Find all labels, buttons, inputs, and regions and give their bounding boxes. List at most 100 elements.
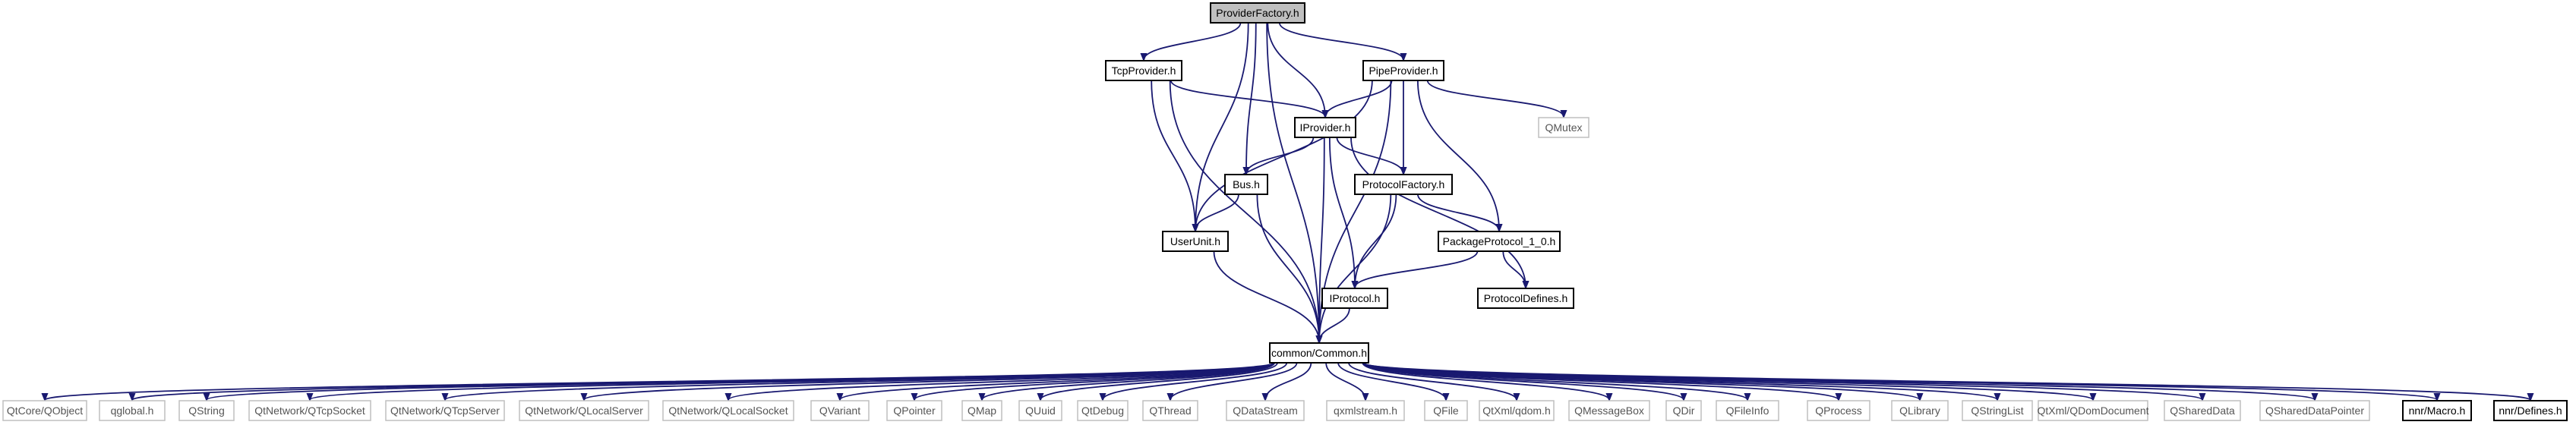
node-ProtocolDefines[interactable]: ProtocolDefines.h bbox=[1477, 288, 1574, 309]
node-QObject: QtCore/QObject bbox=[2, 400, 87, 421]
node-QFileInfo: QFileInfo bbox=[1716, 400, 1779, 421]
node-box bbox=[1568, 400, 1650, 421]
edge-Common-to-QFileInfo bbox=[1363, 362, 1747, 400]
node-Common[interactable]: common/Common.h bbox=[1269, 342, 1369, 364]
node-QVariant: QVariant bbox=[810, 400, 870, 421]
edge-IProvider-to-Common bbox=[1319, 137, 1325, 342]
node-box bbox=[1891, 400, 1949, 421]
node-label: ProtocolDefines.h bbox=[1484, 292, 1568, 304]
node-QFile: QFile bbox=[1424, 400, 1468, 421]
node-box bbox=[1226, 400, 1305, 421]
node-UserUnit[interactable]: UserUnit.h bbox=[1162, 231, 1229, 252]
edge-ProviderFactory-to-Common bbox=[1266, 22, 1319, 342]
node-box bbox=[1716, 400, 1779, 421]
edge-Bus-to-Common bbox=[1256, 194, 1319, 342]
node-label: QMutex bbox=[1545, 121, 1582, 134]
edge-IProvider-to-Bus bbox=[1246, 137, 1315, 174]
node-box bbox=[1162, 231, 1229, 252]
node-Defines[interactable]: nnr/Defines.h bbox=[2493, 400, 2568, 421]
node-box bbox=[2493, 400, 2568, 421]
edge-Common-to-QUuid bbox=[1040, 362, 1278, 400]
node-label: QtXml/QDomDocument bbox=[2037, 405, 2148, 417]
node-Macro[interactable]: nnr/Macro.h bbox=[2402, 400, 2472, 421]
node-label: QtNetwork/QLocalSocket bbox=[668, 405, 788, 417]
node-PackageProtocol[interactable]: PackageProtocol_1_0.h bbox=[1438, 231, 1561, 252]
node-box bbox=[2259, 400, 2370, 421]
node-TcpProvider[interactable]: TcpProvider.h bbox=[1105, 60, 1182, 81]
node-qxmlstream: qxmlstream.h bbox=[1326, 400, 1405, 421]
node-QLocalSocket: QtNetwork/QLocalSocket bbox=[662, 400, 794, 421]
node-label: QLibrary bbox=[1899, 405, 1940, 417]
edge-Common-to-qxmlstream bbox=[1325, 362, 1365, 400]
edge-IProvider-to-ProtocolDefines bbox=[1350, 137, 1526, 288]
node-label: QStringList bbox=[1971, 405, 2023, 417]
edge-TcpProvider-to-Common bbox=[1169, 80, 1319, 342]
node-QProcess: QProcess bbox=[1807, 400, 1870, 421]
node-QSharedData: QSharedData bbox=[2164, 400, 2241, 421]
node-label: QMap bbox=[968, 405, 996, 417]
node-QThread: QThread bbox=[1142, 400, 1198, 421]
node-QLibrary: QLibrary bbox=[1891, 400, 1949, 421]
edge-ProtocolFactory-to-IProtocol bbox=[1355, 194, 1397, 288]
node-label: QString bbox=[188, 405, 224, 417]
edge-Common-to-QThread bbox=[1170, 362, 1298, 400]
edge-Common-to-QString bbox=[207, 362, 1275, 400]
node-box bbox=[1018, 400, 1062, 421]
edge-Bus-to-UserUnit bbox=[1195, 194, 1239, 231]
node-box bbox=[1105, 60, 1182, 81]
edge-PipeProvider-to-PackageProtocol bbox=[1417, 80, 1499, 231]
edge-TcpProvider-to-IProvider bbox=[1170, 80, 1325, 117]
node-label: QFileInfo bbox=[1726, 405, 1769, 417]
node-label: qxmlstream.h bbox=[1334, 405, 1397, 417]
node-ProtocolFactory[interactable]: ProtocolFactory.h bbox=[1354, 174, 1453, 195]
edge-Common-to-QDataStream bbox=[1265, 362, 1312, 400]
edge-ProviderFactory-to-UserUnit bbox=[1195, 22, 1249, 231]
node-box bbox=[1424, 400, 1468, 421]
node-QDataStream: QDataStream bbox=[1226, 400, 1305, 421]
node-label: nnr/Defines.h bbox=[2499, 405, 2562, 417]
node-box bbox=[1362, 60, 1444, 81]
node-QSharedDataPointer: QSharedDataPointer bbox=[2259, 400, 2370, 421]
node-ProviderFactory[interactable]: ProviderFactory.h bbox=[1210, 2, 1305, 24]
node-PipeProvider[interactable]: PipeProvider.h bbox=[1362, 60, 1444, 81]
node-label: QtDebug bbox=[1081, 405, 1124, 417]
node-Bus[interactable]: Bus.h bbox=[1224, 174, 1268, 195]
node-QMap: QMap bbox=[961, 400, 1002, 421]
node-QLocalServer: QtNetwork/QLocalServer bbox=[519, 400, 649, 421]
node-label: QtCore/QObject bbox=[7, 405, 83, 417]
node-label: QSharedData bbox=[2170, 405, 2235, 417]
edge-Common-to-QPointer bbox=[914, 362, 1275, 400]
edge-Common-to-QLocalSocket bbox=[728, 362, 1275, 400]
node-box bbox=[519, 400, 649, 421]
edge-PackageProtocol-to-IProtocol bbox=[1355, 250, 1479, 288]
node-label: ProtocolFactory.h bbox=[1362, 178, 1445, 190]
node-box bbox=[1326, 400, 1405, 421]
node-QMutex: QMutex bbox=[1538, 117, 1589, 138]
node-box bbox=[886, 400, 942, 421]
edge-Common-to-QLocalServer bbox=[584, 362, 1275, 400]
edge-Common-to-QMessageBox bbox=[1362, 362, 1609, 400]
node-label: QPointer bbox=[893, 405, 936, 417]
edges-layer bbox=[45, 22, 2530, 400]
edge-Common-to-Defines bbox=[1363, 362, 2530, 400]
node-IProtocol[interactable]: IProtocol.h bbox=[1321, 288, 1388, 309]
node-box bbox=[1479, 400, 1555, 421]
node-IProvider[interactable]: IProvider.h bbox=[1294, 117, 1356, 138]
edge-IProvider-to-ProtocolFactory bbox=[1336, 137, 1403, 174]
edge-Common-to-QMap bbox=[982, 362, 1275, 400]
node-label: QVariant bbox=[819, 405, 860, 417]
node-label: QtXml/qdom.h bbox=[1482, 405, 1550, 417]
node-label: PackageProtocol_1_0.h bbox=[1443, 235, 1556, 247]
node-box bbox=[662, 400, 794, 421]
node-QDomDocument: QtXml/QDomDocument bbox=[2037, 400, 2149, 421]
node-box bbox=[1807, 400, 1870, 421]
node-label: QFile bbox=[1433, 405, 1459, 417]
node-label: qglobal.h bbox=[111, 405, 154, 417]
node-box bbox=[2164, 400, 2241, 421]
node-QtDebug: QtDebug bbox=[1077, 400, 1129, 421]
node-qdom: QtXml/qdom.h bbox=[1479, 400, 1555, 421]
node-box bbox=[961, 400, 1002, 421]
node-label: IProtocol.h bbox=[1330, 292, 1381, 304]
node-box bbox=[1142, 400, 1198, 421]
